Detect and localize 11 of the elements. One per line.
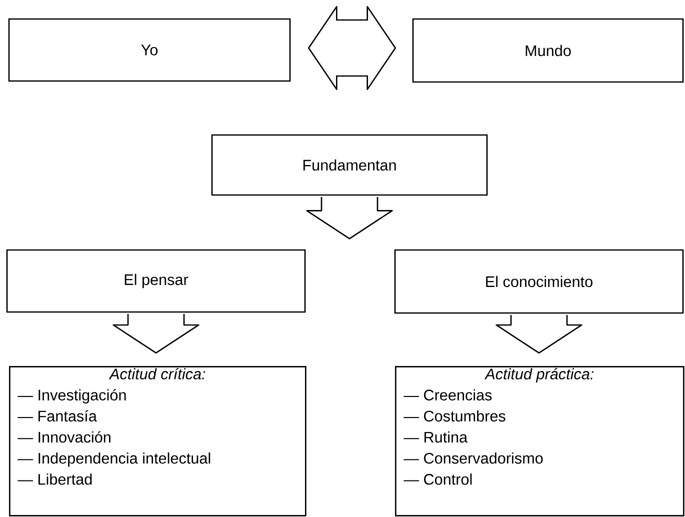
text-box: Yo: [8, 18, 291, 82]
double-block-arrow: [308, 6, 396, 90]
text-box: Fundamentan: [211, 134, 488, 196]
list-box: Actitud crítica: — Investigación — Fantasía — Innovación — Independencia intelectual — Libertad: [9, 366, 306, 516]
block-arrow: [112, 313, 200, 354]
block-arrow: [306, 196, 393, 240]
text-box: El pensar: [6, 249, 306, 313]
list-box: Actitud práctica: — Creencias — Costumbres — Rutina — Conservadorismo — Control: [395, 366, 684, 516]
text-box: El conocimiento: [394, 249, 684, 314]
block-arrow: [496, 314, 582, 354]
text-box: Mundo: [412, 18, 684, 83]
